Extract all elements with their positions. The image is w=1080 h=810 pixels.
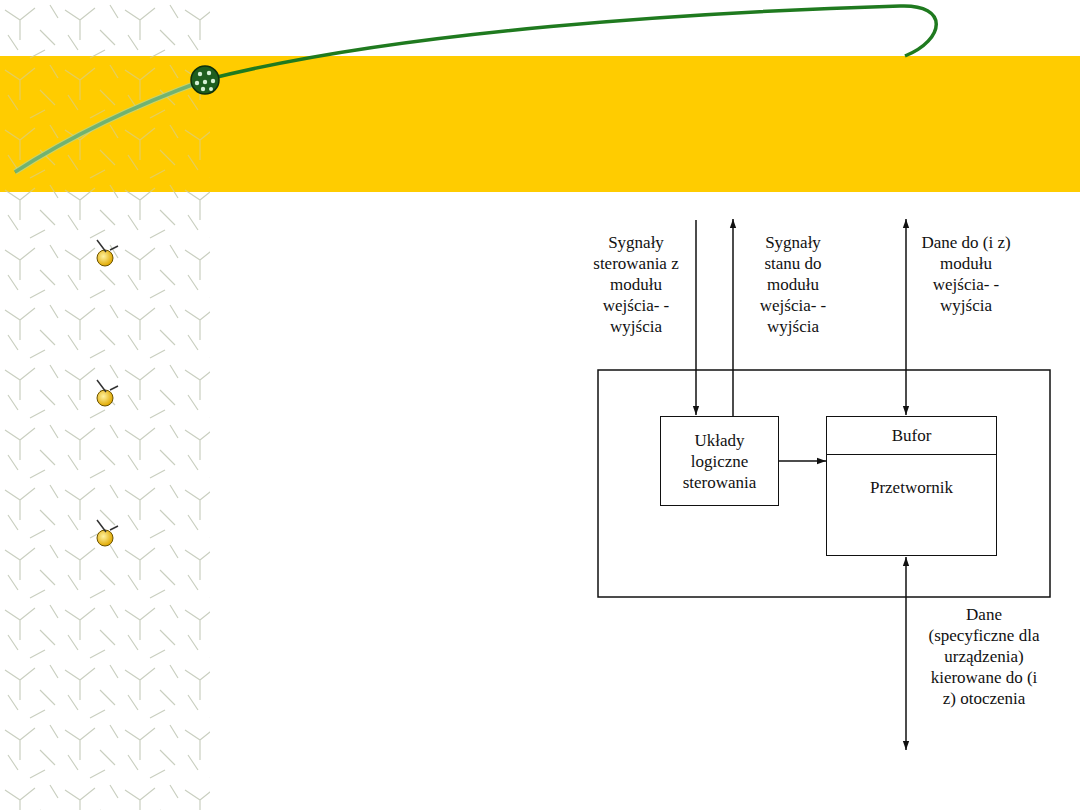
environment-data-wire: [905, 557, 907, 750]
control-signal-wire: [695, 220, 697, 415]
control-arrow: [779, 460, 826, 462]
device-housing: [598, 370, 1050, 597]
box-heading: Układy logiczne sterowania: [661, 428, 778, 495]
control-logic-box: Układy logiczne sterowania: [660, 416, 779, 506]
bullet-icon: [97, 240, 118, 546]
box-body: Przetwornik: [827, 455, 996, 508]
swoosh-glow: [15, 80, 205, 172]
box-heading: Bufor: [827, 417, 996, 455]
texture-strip-overlay: [0, 56, 210, 192]
globe-icon: [191, 66, 219, 94]
signal-label: Dane do (i z) modułu wejścia- -wyjścia: [921, 232, 1011, 316]
signal-label: Sygnały sterowania z modułu wejścia- -wy…: [588, 232, 684, 337]
title-band: [0, 56, 1080, 192]
signal-label: Sygnały stanu do modułu wejścia- -wyjści…: [747, 232, 839, 337]
texture-strip: [0, 0, 210, 810]
status-signal-wire: [732, 219, 734, 416]
swoosh-curve: [15, 6, 936, 172]
data-io-wire: [905, 219, 907, 415]
buffer-transducer-box: BuforPrzetwornik: [826, 416, 997, 556]
signal-label: Dane (specyficzne dla urządzenia) kierow…: [926, 604, 1042, 709]
